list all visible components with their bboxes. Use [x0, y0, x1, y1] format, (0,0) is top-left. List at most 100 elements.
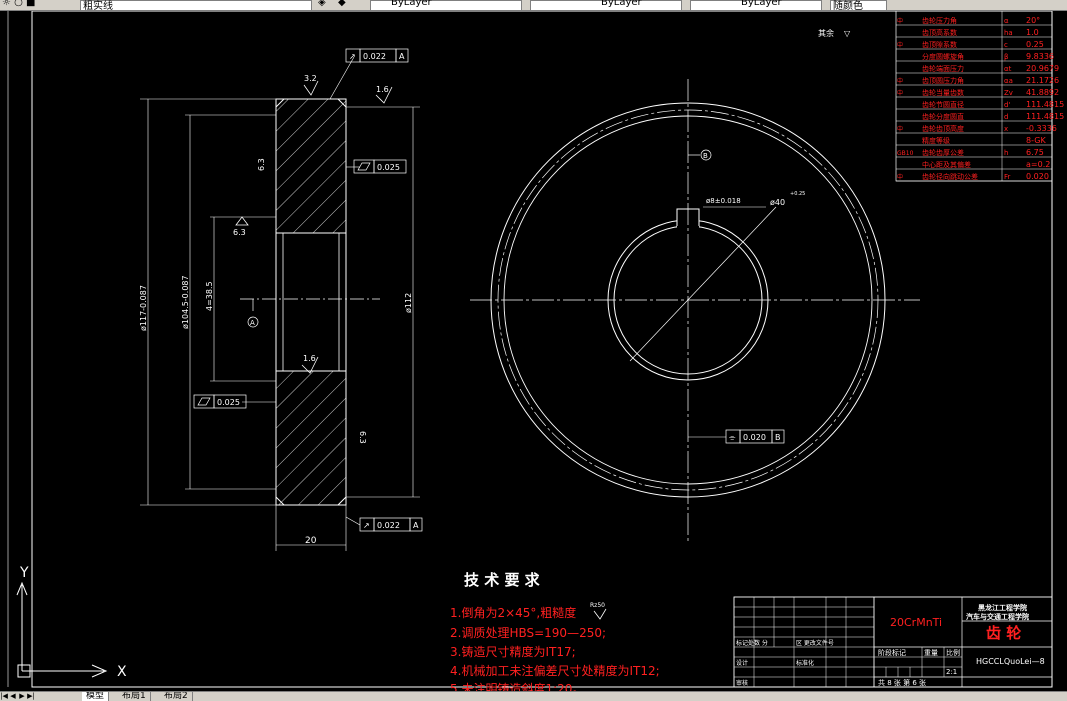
param-row: 齿轮分度圆直 d 111.4815: [896, 112, 1064, 122]
bore-region: [275, 232, 347, 372]
section-view: 20 ø117-0.087 ø104.5-0.087 4=38.5 ø112 3…: [139, 48, 423, 551]
hatch-upper: [275, 98, 347, 234]
ucs-icon: Y X: [16, 565, 127, 680]
tol-frame-bottom: ↗ 0.022 A: [345, 516, 423, 532]
tab-model[interactable]: 模型: [82, 692, 110, 701]
svg-text:3.2: 3.2: [304, 74, 317, 83]
datum-a-label: A: [250, 319, 255, 327]
svg-text:0.022: 0.022: [377, 521, 400, 530]
svg-text:↗: ↗: [363, 521, 370, 530]
drawing-border: [31, 11, 1053, 688]
param-symbol: d': [1004, 101, 1010, 109]
color-value: ByLayer: [391, 0, 432, 8]
param-mark: 中: [897, 125, 903, 133]
layer-name: 粗实线: [83, 1, 113, 11]
tb-sheets: 共 8 张 第 6 张: [878, 678, 926, 687]
svg-text:↗: ↗: [349, 52, 356, 61]
title-block: 20CrMnTi 黑龙江工程学院 汽车与交通工程学院 齿 轮 HGCCLQuoL…: [733, 596, 1053, 688]
roughness-bore: 6.3: [233, 216, 249, 237]
param-value: -0.3336: [1026, 124, 1057, 133]
tech-requirements: 技 术 要 求 1.倒角为2×45°,粗糙度 Rz50 2.调质处理HBS=19…: [450, 571, 660, 691]
layer-button[interactable]: ◈: [318, 0, 326, 8]
layer-dropdown[interactable]: 粗实线: [80, 0, 312, 11]
svg-text:0.022: 0.022: [363, 52, 386, 61]
dim-dia-right: ø112: [404, 293, 413, 313]
svg-text:0.025: 0.025: [217, 398, 240, 407]
param-value: a=0.2: [1026, 160, 1050, 169]
svg-text:1.6: 1.6: [376, 85, 389, 94]
tab-layout2[interactable]: 布局2: [160, 692, 193, 701]
param-symbol: Zv: [1004, 89, 1013, 97]
tb-school-2: 汽车与交通工程学院: [966, 612, 1029, 621]
drawing-svg[interactable]: 20 ø117-0.087 ø104.5-0.087 4=38.5 ø112 3…: [0, 11, 1067, 691]
tb-mid-label-1: 区 更改文件号: [796, 639, 834, 647]
dim-width: 20: [305, 536, 317, 546]
tab-next-button[interactable]: ▶: [19, 692, 25, 700]
param-symbol: x: [1004, 125, 1008, 133]
flat-frame-1: 0.025: [346, 159, 407, 174]
layout-tabs: |◀ ◀ ▶ ▶| 模型 布局1 布局2: [0, 691, 1067, 701]
param-value: 111.4815: [1026, 100, 1064, 109]
svg-text:B: B: [775, 433, 781, 442]
ucs-x-label: X: [117, 664, 127, 680]
datum-a-circle: [247, 316, 259, 328]
tab-layout1[interactable]: 布局1: [118, 692, 151, 701]
datum-b-circle: [700, 149, 712, 161]
drawing-canvas[interactable]: 20 ø117-0.087 ø104.5-0.087 4=38.5 ø112 3…: [0, 11, 1067, 691]
dia-leader: [629, 206, 777, 362]
svg-text:A: A: [413, 521, 419, 530]
param-name: 齿顶高系数: [922, 28, 957, 37]
param-mark: GB10: [897, 150, 914, 157]
param-value: 1.0: [1026, 28, 1039, 37]
tab-last-button[interactable]: ▶|: [27, 692, 35, 700]
tb-part-name: 齿 轮: [986, 624, 1021, 642]
dim-bore-dia-sup: +0.25: [790, 191, 805, 197]
tech-req-roughness: Rz50: [590, 602, 605, 609]
param-symbol: αt: [1004, 65, 1012, 73]
layer-prev-button[interactable]: ◆: [338, 0, 346, 8]
tb-mid-label-2: 标准化: [796, 659, 814, 667]
property-toolbar: ☼ ○ ■ 粗实线 ◈ ◆ ByLayer ByLayer ByLayer 随颜…: [0, 0, 1067, 11]
param-mark: 中: [897, 41, 903, 49]
tab-prev-button[interactable]: ◀: [10, 692, 16, 700]
color-dropdown[interactable]: ByLayer: [370, 0, 522, 10]
roughness-top-right: 1.6: [375, 85, 393, 104]
tb-row-label-3: 审核: [736, 679, 748, 687]
svg-text:0.020: 0.020: [743, 433, 766, 442]
plotstyle-dropdown[interactable]: 随颜色: [830, 0, 887, 10]
roughness-left: 6.3: [257, 158, 266, 171]
svg-text:0.025: 0.025: [377, 163, 400, 172]
dim-keyway: ø8±0.018: [706, 197, 741, 205]
tech-req-item-5: 5.未注明铸造斜度1:20。: [450, 681, 584, 691]
tb-row-label-2: 设计: [736, 659, 748, 667]
roughness-inner: 1.6: [301, 354, 319, 374]
param-name: 齿顶隙系数: [922, 40, 957, 49]
tb-stage-label: 阶段标记: [878, 648, 906, 657]
linetype-dropdown[interactable]: ByLayer: [530, 0, 682, 10]
param-name: 分度圆螺旋角: [922, 52, 964, 61]
param-value: 111.4815: [1026, 112, 1064, 121]
tab-first-button[interactable]: |◀: [0, 692, 8, 700]
lineweight-dropdown[interactable]: ByLayer: [690, 0, 822, 10]
param-name: 齿轮当量齿数: [922, 88, 964, 97]
param-symbol: Fr: [1004, 173, 1011, 181]
param-name: 齿轮节圆直径: [922, 100, 964, 109]
layer-icons[interactable]: ☼ ○ ■: [2, 0, 36, 8]
other-roughness-label: 其余: [818, 28, 834, 38]
other-roughness-symbol: ▽: [844, 29, 851, 38]
tb-weight-label: 重量: [924, 649, 938, 657]
param-symbol: d: [1004, 113, 1008, 121]
tech-req-item-2: 2.调质处理HBS=190—250;: [450, 626, 606, 640]
param-name: 齿轮分度圆直: [922, 112, 964, 121]
param-value: 0.25: [1026, 40, 1044, 49]
linetype-value: ByLayer: [601, 0, 642, 8]
